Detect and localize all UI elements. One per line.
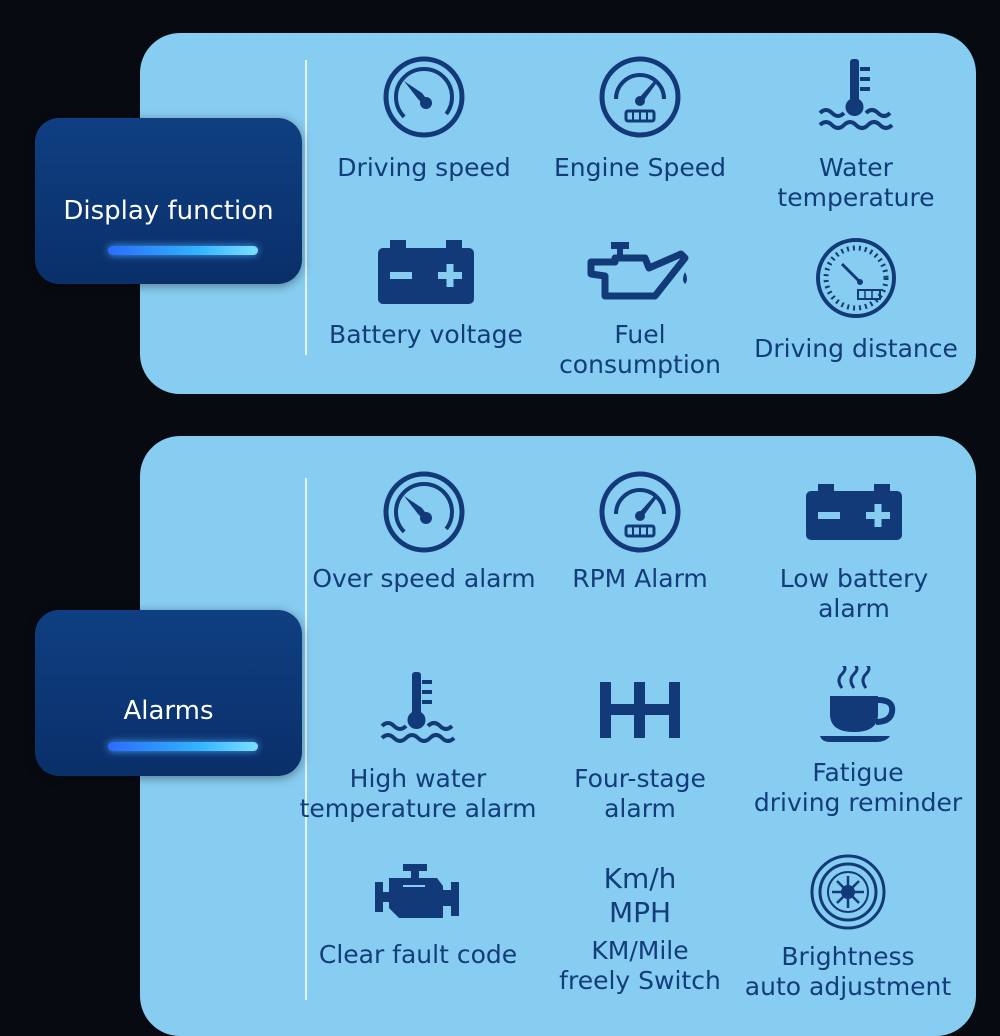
display-item-engine-speed: Engine Speed — [520, 55, 760, 183]
display-item-battery-voltage: Battery voltage — [306, 238, 546, 350]
display-item-fuel-consumption: Fuel consumption — [520, 238, 760, 380]
brightness-sensor-icon — [810, 854, 886, 930]
tachometer-icon — [599, 471, 681, 553]
battery-icon — [806, 484, 902, 540]
display-item-label: Fuel consumption — [559, 320, 721, 379]
alarm-item-clear-fault-code: Clear fault code — [298, 862, 538, 970]
speedometer-icon — [383, 56, 465, 138]
display-item-label: Water temperature — [777, 153, 935, 212]
alarm-item-label: Four-stage alarm — [574, 764, 706, 823]
alarm-item-label: High water temperature alarm — [299, 764, 537, 823]
alarm-item-rpm: RPM Alarm — [520, 470, 760, 594]
alarm-item-label: Low battery alarm — [779, 564, 929, 623]
oil-can-icon — [587, 242, 689, 300]
alarms-tag: Alarms — [35, 610, 302, 776]
alarm-item-label: Brightness auto adjustment — [744, 942, 952, 1001]
alarm-item-high-water-temperature: High water temperature alarm — [298, 668, 538, 824]
water-temperature-icon — [818, 59, 894, 130]
battery-icon — [378, 240, 474, 304]
alarm-item-label: Over speed alarm — [312, 564, 536, 593]
alarms-underline — [108, 742, 258, 751]
water-temperature-icon — [380, 672, 456, 743]
gear-shift-icon — [600, 682, 680, 738]
display-function-tag: Display function — [35, 118, 302, 284]
unit-switch-icon: Km/h MPH — [603, 862, 677, 929]
engine-icon — [375, 864, 459, 918]
alarm-item-label: Fatigue driving reminder — [753, 758, 963, 817]
display-item-label: Driving distance — [754, 334, 958, 363]
alarms-title: Alarms — [123, 696, 214, 726]
display-item-driving-distance: Driving distance — [736, 236, 976, 364]
display-item-driving-speed: Driving speed — [304, 55, 544, 183]
alarm-item-four-stage: Four-stage alarm — [520, 680, 760, 824]
alarm-item-over-speed: Over speed alarm — [304, 470, 544, 594]
display-function-underline — [108, 246, 258, 255]
display-divider — [305, 60, 307, 355]
tachometer-icon — [599, 56, 681, 138]
display-item-label: Driving speed — [337, 153, 511, 182]
alarm-item-brightness-auto: Brightness auto adjustment — [728, 852, 968, 1002]
alarm-item-fatigue-driving: Fatigue driving reminder — [738, 666, 978, 818]
alarm-item-low-battery: Low battery alarm — [734, 482, 974, 624]
coffee-cup-icon — [820, 666, 896, 742]
display-function-title: Display function — [63, 196, 274, 226]
display-item-water-temperature: Water temperature — [736, 55, 976, 213]
alarm-item-km-mile-switch: Km/h MPH KM/Mile freely Switch — [520, 862, 760, 996]
display-item-label: Battery voltage — [329, 320, 523, 349]
alarm-item-label: KM/Mile freely Switch — [559, 936, 721, 995]
display-item-label: Engine Speed — [554, 153, 726, 182]
speedometer-icon — [383, 471, 465, 553]
alarms-divider — [305, 478, 307, 1000]
alarm-item-label: RPM Alarm — [572, 564, 708, 593]
odometer-icon — [816, 238, 896, 318]
alarm-item-label: Clear fault code — [318, 940, 518, 969]
